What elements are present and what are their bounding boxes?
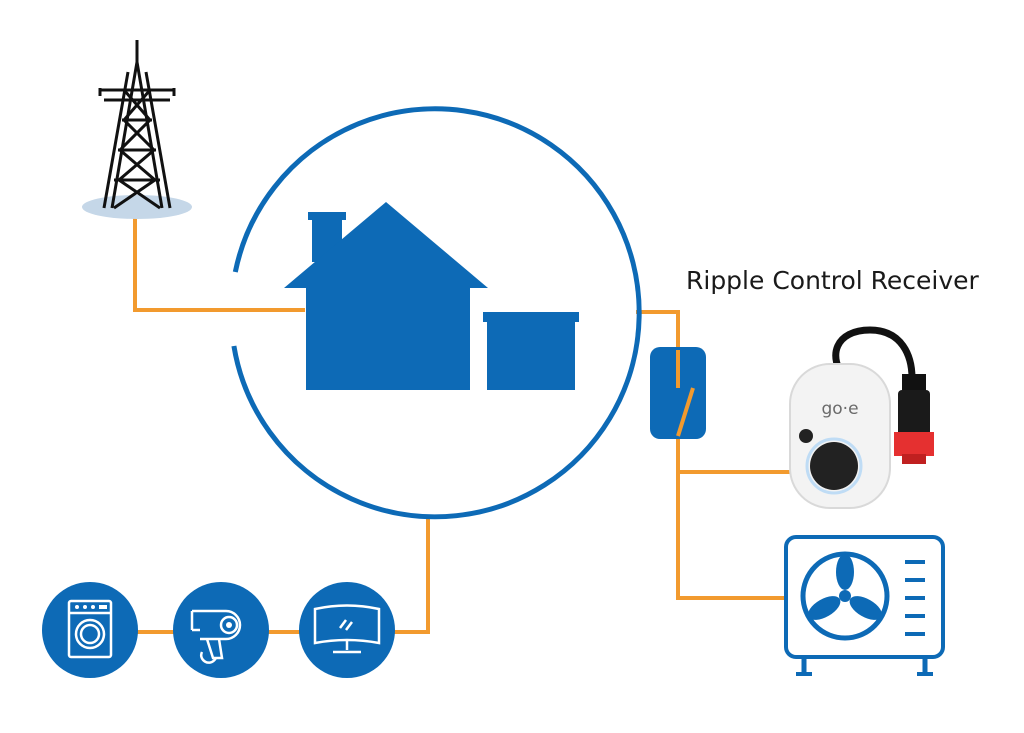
charger-cable: [832, 326, 916, 383]
wire-switch-to-heatpump: [676, 472, 786, 600]
heat-pump-icon: [784, 535, 945, 676]
wire-tower-to-house: [133, 214, 305, 312]
wire-house-to-switch: [636, 310, 680, 350]
switch-box-icon: [650, 347, 706, 439]
hair-dryer-icon: [173, 582, 269, 678]
tower-base: [82, 195, 192, 219]
plug-connector: [894, 374, 934, 464]
wire-switch-to-charger: [676, 436, 796, 474]
wallbox-charger-icon: go·e: [789, 326, 934, 509]
house-circle: [231, 106, 642, 520]
house-icon: [284, 202, 488, 390]
washing-machine-icon: [42, 582, 138, 678]
ripple-control-receiver-label: Ripple Control Receiver: [686, 266, 979, 295]
garage-icon: [483, 312, 579, 390]
television-icon: [299, 582, 395, 678]
charger-brand: go·e: [821, 399, 858, 419]
power-tower-icon: [82, 40, 192, 219]
